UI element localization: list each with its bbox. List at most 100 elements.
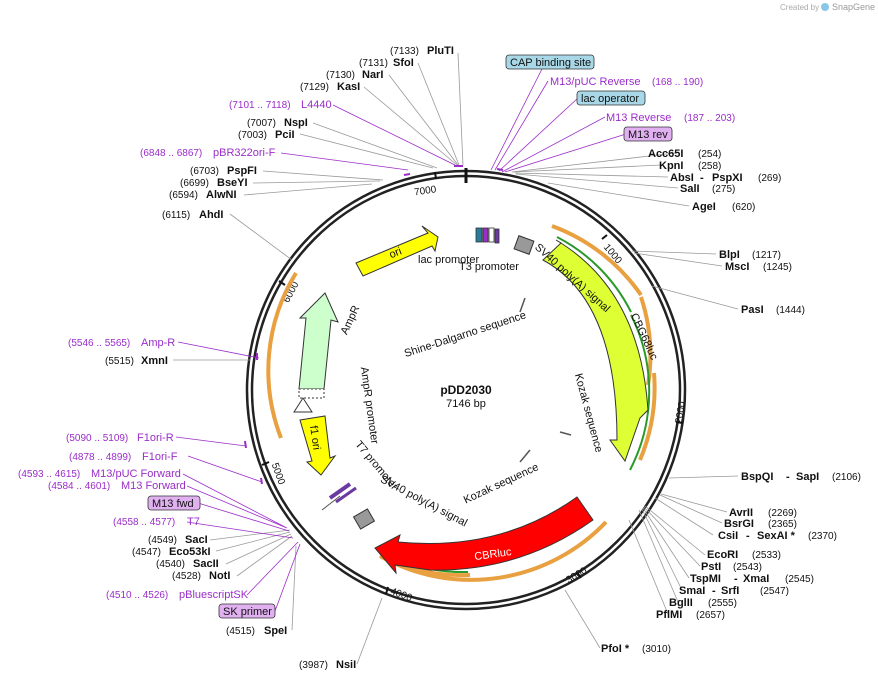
cbrluc-arrow [374,496,594,575]
primer-name-sk-primer: SK primer [223,606,272,618]
site-name-sali: SalI [680,183,700,195]
site-pos-ahdi: (6115) [162,210,190,221]
site-name-kasi: KasI [337,81,360,93]
ori-arrow [355,225,439,277]
sv40-polya-box-bottom [352,508,376,530]
site-pos-bglii: (2555) [708,598,737,609]
site-pos-alwni: (6594) [169,190,198,201]
site-pos-psti: (2543) [733,562,762,573]
site-name-csii: CsiI [718,530,738,542]
site-name-bseyi: BseYI [217,177,248,189]
site-pos-saci: (4549) [148,535,177,546]
feature-label-kozak-lower: Kozak sequence [462,461,541,506]
primer-name-f1ori-f: F1ori-F [142,451,178,463]
primer-leader-lines [175,62,627,612]
primer-name-f1ori-r: F1ori-R [137,432,174,444]
primer-name-m13-forward: M13 Forward [121,480,186,492]
f1-ori-arrow [299,415,337,476]
site-pos-spei: (4515) [226,626,255,637]
primer-range-m13-forward: (4584 .. 4601) [48,481,110,492]
feature-label-ampr: AmpR [339,304,363,337]
t7-feature-cluster [321,482,357,511]
site-pos-xmni: (5515) [105,356,134,367]
site-pos-pfoi: (3010) [642,644,671,655]
site-name-xmni: XmnI [141,355,168,367]
created-by-label: Created by [780,3,819,12]
site-sep-absi: - [700,172,704,184]
cap-binding-site-box [505,54,595,70]
cbg68luc-arrow [542,239,649,463]
site-name-psti: PstI [701,561,721,573]
site-pos-pflmi: (2657) [696,610,725,621]
lac-feature-cluster [475,227,500,244]
site-name-kpni: KpnI [659,160,683,172]
site-name-alwni: AlwNI [206,189,237,201]
primer-range-f1ori-f: (4878 .. 4899) [69,452,131,463]
feature-label-sv40-bottom: SV40 poly(A) signal [378,474,469,530]
site-name-pluti: PluTI [427,45,454,57]
primer-name-m13-reverse: M13 Reverse [606,112,671,124]
primer-range-m13puc-fwd: (4593 .. 4615) [18,469,80,480]
site-pos-bseyi: (6699) [180,178,209,189]
site-sep-csii: - [746,530,750,542]
ampr-arrow [298,292,339,390]
site-name-sexai: SexAI * [757,530,796,542]
primer-marks [244,165,504,485]
site-name-tspmi: TspMI [690,573,721,585]
site-pos-acc65i: (254) [698,149,721,160]
site-pos-xmai: (2545) [785,574,814,585]
site-name-srfi: SrfI [721,585,739,597]
site-name-saci: SacI [185,534,208,546]
primer-name-m13-fwd: M13 fwd [152,498,194,510]
site-sep-tspmi: - [734,573,738,585]
site-name-sacii: SacII [193,558,219,570]
lac-operator-box [576,90,646,106]
site-name-pspfi: PspFI [227,165,257,177]
site-name-msci: MscI [725,261,749,273]
site-name-pfoi: PfoI * [601,643,630,655]
primer-labels-left: (7101 .. 7118) L4440 (6848 .. 6867) pBR3… [18,99,332,619]
site-pos-sapi: (2106) [832,472,861,483]
snapgene-logo-icon [821,3,829,11]
site-name-pspxi: PspXI [712,172,743,184]
primer-range-l4440: (7101 .. 7118) [229,100,291,111]
site-name-nari: NarI [362,69,383,81]
site-name-pflmi: PflMI [656,609,682,621]
site-name-spei: SpeI [264,625,287,637]
site-pos-blpi: (1217) [752,250,781,261]
site-pos-avrii: (2269) [768,508,797,519]
feature-label-kozak-right: Kozak sequence [572,372,605,454]
site-name-eco53ki: Eco53kI [169,546,211,558]
primer-name-ampr: Amp-R [141,337,175,349]
feature-label-shine-dalgarno: Shine-Dalgarno sequence [403,309,528,360]
site-name-acc65i: Acc65I [648,148,683,160]
site-name-pasi: PasI [741,304,764,316]
leader-lines [173,52,739,665]
primer-name-pbr322ori: pBR322ori-F [213,147,276,159]
site-pos-msci: (1245) [763,262,792,273]
site-name-xmai: XmaI [743,573,769,585]
site-pos-kpni: (258) [698,161,721,172]
m13-fwd-box [147,495,201,511]
primer-range-m13puc-reverse: (168 .. 190) [652,77,703,88]
site-pos-pspxi: (269) [758,173,781,184]
site-pos-srfi: (2547) [760,586,789,597]
site-name-ecori: EcoRI [707,549,738,561]
site-name-noti: NotI [209,570,230,582]
primer-labels-right: CAP binding site M13/pUC Reverse (168 ..… [505,54,735,142]
brand-name: SnapGene [832,2,875,12]
feature-label-ori: ori [388,245,404,261]
site-name-bspqi: BspQI [741,471,773,483]
primer-range-pbr322ori: (6848 .. 6867) [140,148,202,159]
site-pos-bsrgi: (2365) [768,519,797,530]
site-pos-pasi: (1444) [776,305,805,316]
feature-label-f1-ori: f1 ori [307,425,322,451]
site-name-agei: AgeI [692,201,716,213]
site-pos-eco53ki: (4547) [132,547,161,558]
site-name-blpi: BlpI [719,249,740,261]
primer-name-m13puc-fwd: M13/pUC Forward [91,468,181,480]
site-name-sapi: SapI [796,471,819,483]
site-pos-pcii: (7003) [238,130,267,141]
tick-label-2000: 2000 [674,400,689,424]
site-pos-nari: (7130) [326,70,355,81]
